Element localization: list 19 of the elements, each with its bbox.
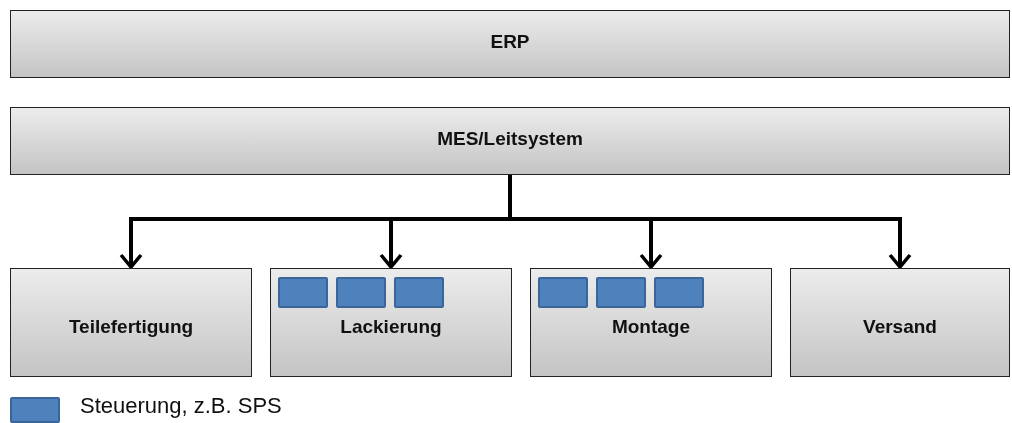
- area-box: [10, 268, 252, 377]
- legend-label: Steuerung, z.B. SPS: [80, 393, 282, 419]
- controller-box: [538, 277, 588, 308]
- controller-box: [394, 277, 444, 308]
- system-layer-box: [10, 107, 1010, 175]
- controller-box: [336, 277, 386, 308]
- system-layer-box: [10, 10, 1010, 78]
- controller-box: [654, 277, 704, 308]
- box-label: ERP: [490, 31, 530, 53]
- box-label: Montage: [611, 315, 691, 338]
- controller-box: [278, 277, 328, 308]
- area-box: [790, 268, 1010, 377]
- area-box: [530, 268, 772, 377]
- area-box: [270, 268, 512, 377]
- box-label: MES/Leitsystem: [437, 128, 583, 150]
- box-label: Versand: [863, 315, 937, 338]
- box-label: Lackierung: [340, 315, 442, 338]
- controller-box: [596, 277, 646, 308]
- box-label: Teilefertigung: [68, 315, 194, 338]
